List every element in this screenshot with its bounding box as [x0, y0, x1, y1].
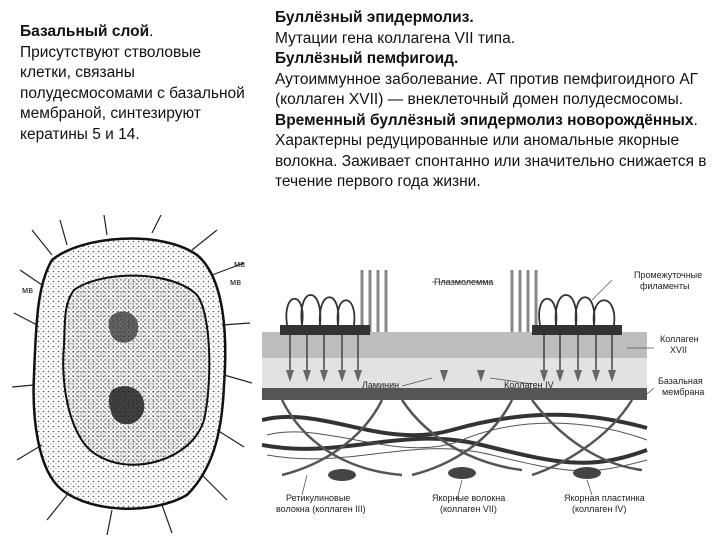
collagen-xvii-strands [289, 335, 613, 370]
hemidesmosome-plaque-right [532, 325, 622, 335]
basement-membrane-diagram: Плазмолемма Промежуточные филаменты Колл… [262, 270, 704, 514]
transient-epidermolysis-text: . Характерны редуцированные или аномальн… [275, 111, 707, 191]
label-laminin: Ламинин [362, 380, 399, 390]
label-basal-membrane-1: Базальная [658, 376, 703, 386]
label-plasmalemma: Плазмолемма [434, 277, 493, 287]
label-anchoring-plaque-2: (коллаген IV) [572, 504, 626, 514]
paragraph-transient-epidermolysis: Временный буллёзный эпидермолиз новорожд… [275, 111, 715, 193]
label-anchoring-fibers-1: Якорные волокна [432, 493, 505, 503]
reticular-fibers [262, 412, 648, 465]
basal-layer-heading-tail: . [149, 23, 154, 40]
intermediate-filaments [285, 294, 616, 326]
label-leaders [301, 279, 655, 501]
mv-label-3: мв [230, 277, 241, 287]
lamina-densa [262, 388, 647, 400]
nucleolus-upper [108, 311, 139, 343]
plasmalemma-band [262, 332, 647, 358]
basal-cell-illustration: мв мв мв [12, 215, 252, 535]
desmosome-spikes [12, 215, 252, 535]
cell-nucleus [62, 274, 211, 466]
diseases-text: Буллёзный эпидермолиз. Мутации гена колл… [275, 8, 715, 193]
basal-layer-heading: Базальный слой [20, 23, 150, 40]
bullous-pemphigoid-text: Аутоиммунное заболевание. АТ против пемф… [275, 70, 699, 109]
bullous-pemphigoid-title: Буллёзный пемфигоид. [275, 50, 459, 67]
mv-label-1: мв [22, 285, 33, 295]
paragraph-bullous-pemphigoid: Буллёзный пемфигоид. Аутоиммунное заболе… [275, 49, 715, 111]
lamina-lucida [262, 358, 647, 388]
basal-layer-text: Базальный слой. Присутствуют стволовые к… [20, 22, 250, 145]
label-basal-membrane-2: мембрана [662, 387, 704, 397]
label-anchoring-fibers-2: (коллаген VII) [440, 504, 497, 514]
mv-label-2: мв [234, 259, 245, 269]
plasmalemma-lines [360, 270, 538, 332]
bullous-epidermolysis-title: Буллёзный эпидермолиз. [275, 9, 474, 26]
paragraph-bullous-epidermolysis: Буллёзный эпидермолиз. Мутации гена колл… [275, 8, 715, 49]
label-collagen-xvii-1: Коллаген [660, 334, 699, 344]
label-reticular-fibers-2: волокна (коллаген III) [276, 504, 366, 514]
label-intermediate-filaments-1: Промежуточные [634, 270, 702, 280]
laminin-markers [286, 370, 616, 382]
label-intermediate-filaments-2: филаменты [640, 281, 689, 291]
anchoring-plaques [328, 467, 601, 481]
hemidesmosome-plaque-left [280, 325, 370, 335]
transient-epidermolysis-title: Временный буллёзный эпидермолиз новорожд… [275, 111, 694, 129]
nucleolus-lower [109, 386, 145, 425]
basal-layer-description: Присутствуют стволовые клетки, связаны п… [20, 43, 245, 143]
bullous-epidermolysis-text: Мутации гена коллагена VII типа. [275, 29, 516, 47]
label-anchoring-plaque-1: Якорная пластинка [564, 493, 645, 503]
label-reticular-fibers-1: Ретикулиновые [286, 493, 350, 503]
label-collagen-iv: Коллаген IV [504, 380, 554, 390]
label-collagen-xvii-2: XVII [670, 345, 687, 355]
